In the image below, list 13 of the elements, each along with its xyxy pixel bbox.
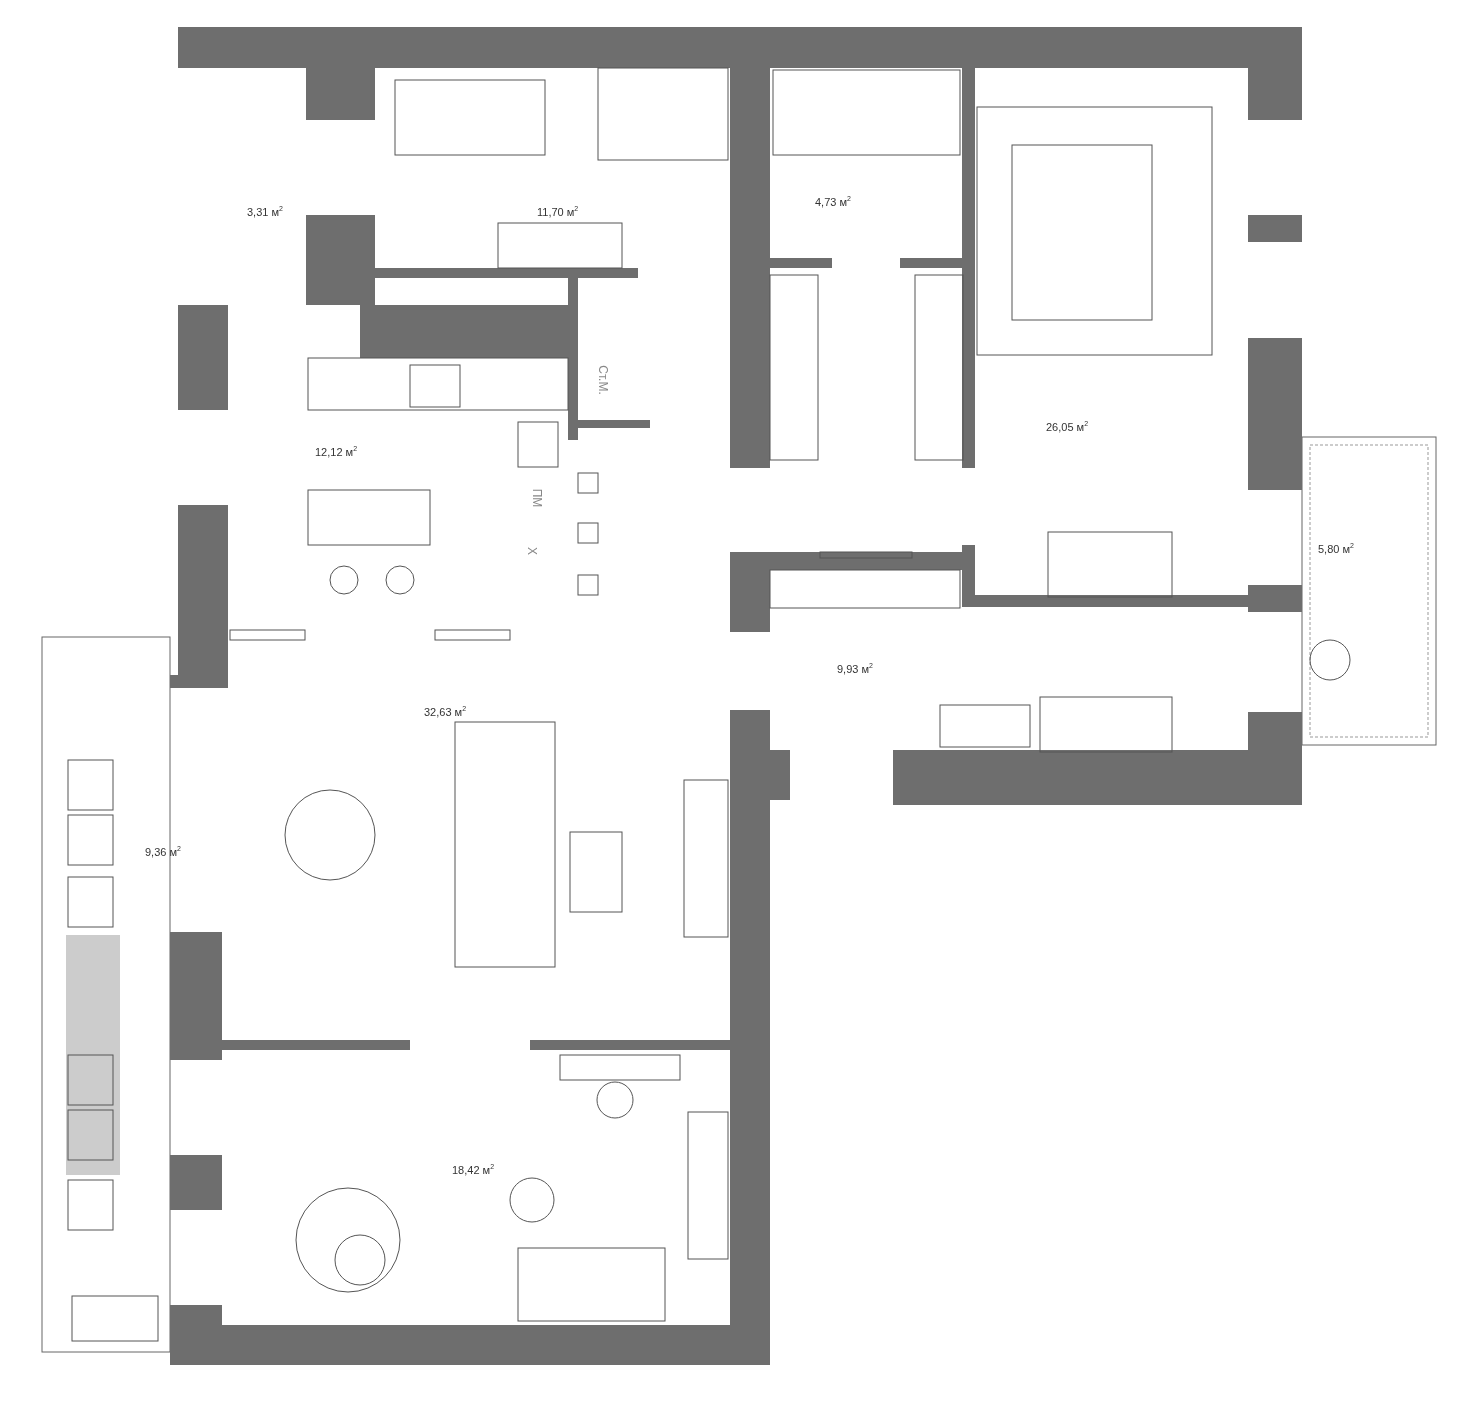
room-area-label: 3,31 м$^{2}$: [247, 205, 283, 218]
room-area-label: 18,42 м$^{2}$: [452, 1163, 495, 1176]
room-area-label: 11,70 м$^{2}$: [537, 205, 579, 218]
room-area-label: 12,12 м$^{2}$: [315, 445, 358, 458]
room-area-label: 9,36 м$^{2}$: [145, 845, 181, 858]
appliance-label: ПМ: [531, 488, 544, 508]
appliance-label: Х: [526, 547, 538, 555]
room-area-label: 26,05 м$^{2}$: [1046, 420, 1089, 433]
room-area-label: 9,93 м$^{2}$: [837, 662, 873, 675]
appliance-label: Ст.М.: [596, 365, 609, 395]
room-area-label: 4,73 м$^{2}$: [815, 195, 851, 208]
room-area-label: 32,63 м$^{2}$: [424, 705, 467, 718]
room-area-label: 5,80 м$^{2}$: [1318, 542, 1354, 555]
